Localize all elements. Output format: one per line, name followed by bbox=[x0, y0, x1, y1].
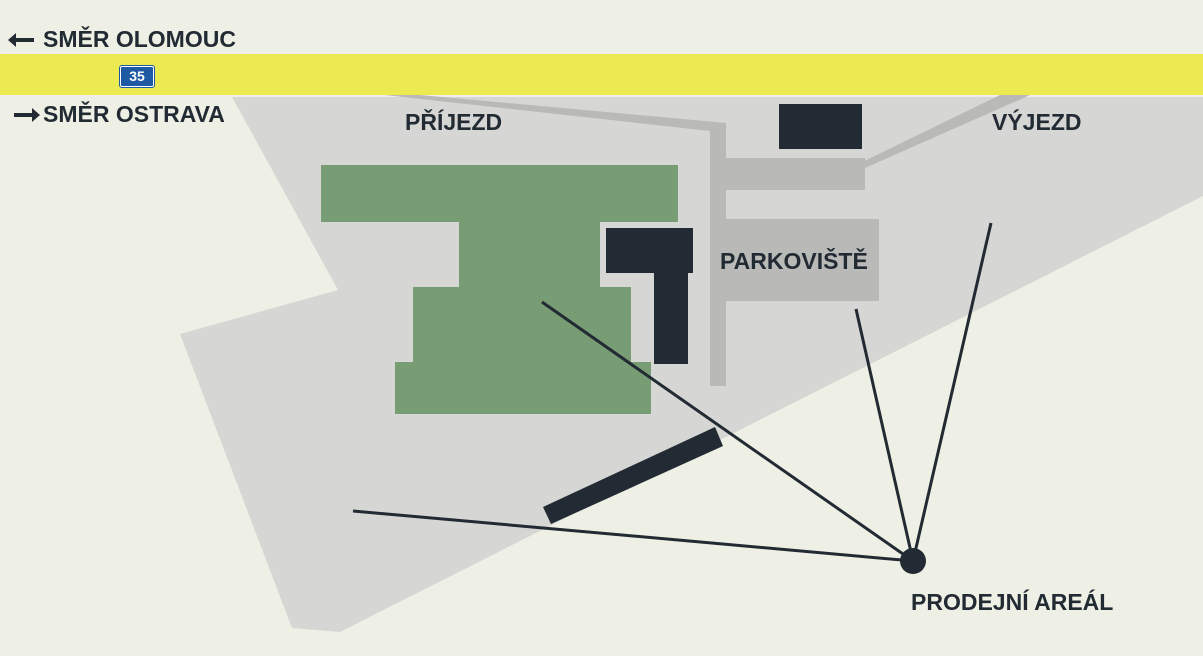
sales-area-pointer-lines bbox=[352, 222, 993, 563]
sales-area-marker bbox=[900, 548, 926, 574]
pointer-line-exit bbox=[911, 222, 993, 562]
direction-olomouc-label: SMĚR OLOMOUC bbox=[43, 26, 236, 52]
arrow-left-icon bbox=[8, 32, 34, 47]
access-road-connector bbox=[710, 158, 865, 190]
direction-olomouc: SMĚR OLOMOUC bbox=[8, 26, 236, 52]
entry-label: PŘÍJEZD bbox=[405, 109, 503, 135]
main-road bbox=[0, 54, 1203, 95]
lot-area bbox=[180, 97, 1203, 632]
direction-ostrava-label: SMĚR OSTRAVA bbox=[43, 101, 225, 127]
building-diagonal bbox=[543, 427, 723, 524]
green-area bbox=[321, 165, 678, 414]
building-top bbox=[779, 104, 862, 149]
entry-road bbox=[385, 95, 726, 386]
exit-label: VÝJEZD bbox=[992, 109, 1082, 135]
parking-area bbox=[720, 219, 879, 301]
direction-ostrava: SMĚR OSTRAVA bbox=[14, 103, 225, 126]
exit-road bbox=[850, 95, 1030, 168]
pointer-line-green-area bbox=[541, 300, 914, 563]
road-number-badge: 35 bbox=[119, 65, 155, 88]
pointer-line-west bbox=[352, 509, 914, 563]
parking-label: PARKOVIŠTĚ bbox=[720, 248, 868, 274]
pointer-line-parking bbox=[854, 308, 915, 562]
building-l-shaped bbox=[606, 228, 693, 364]
sales-area-label: PRODEJNÍ AREÁL bbox=[911, 589, 1114, 615]
arrow-right-icon bbox=[14, 107, 40, 122]
